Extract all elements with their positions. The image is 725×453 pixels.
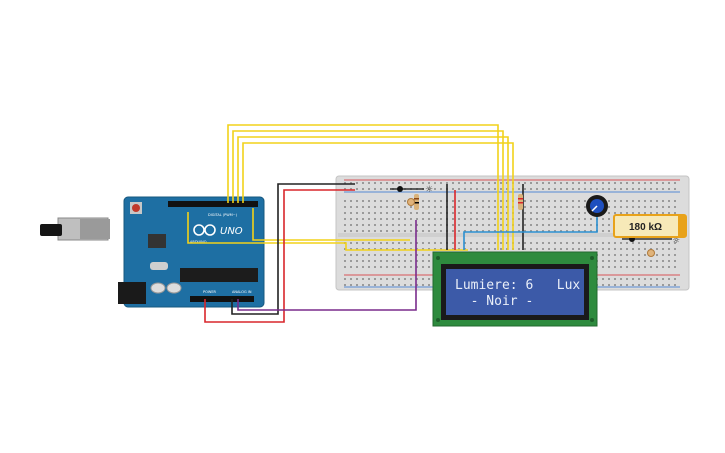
yellow-wires: [187, 124, 514, 251]
resistor-component: 180 kΩ: [613, 214, 687, 238]
resistor-value-label: 180 kΩ: [629, 222, 662, 233]
arduino-power-label: POWER: [203, 290, 217, 294]
light-ray-icon: ☼: [672, 236, 680, 246]
arduino-brand-label: ARDUINO: [190, 240, 207, 244]
photoresistor-left: ☼: [390, 185, 433, 206]
arduino-digital-label: DIGITAL (PWM~): [208, 213, 238, 217]
lcd-line-1: Lumiere: 6 Lux: [455, 278, 580, 293]
arduino-model-label: UNO: [220, 226, 243, 237]
arduino-analog-label: ANALOG IN: [232, 290, 252, 294]
lcd-screen: [446, 269, 584, 315]
lcd-module: Lumiere: 6 Lux - Noir -: [432, 251, 598, 327]
light-ray-icon: ☼: [425, 185, 433, 195]
blue-wire: [463, 214, 598, 250]
lcd-line-2: - Noir -: [455, 294, 533, 309]
red-wires: [204, 189, 456, 323]
purple-wire: [237, 220, 417, 311]
resistor-small-mid: [518, 194, 523, 210]
potentiometer: [586, 195, 608, 217]
photoresistor-right: ☼: [622, 236, 680, 257]
resistor-small-left: [414, 194, 419, 210]
arduino-uno-board: ARDUINO UNO DIGITAL (PWM~) POWER ANALOG …: [40, 196, 265, 308]
black-wires: [231, 183, 524, 315]
arduino-logo: [193, 224, 216, 236]
